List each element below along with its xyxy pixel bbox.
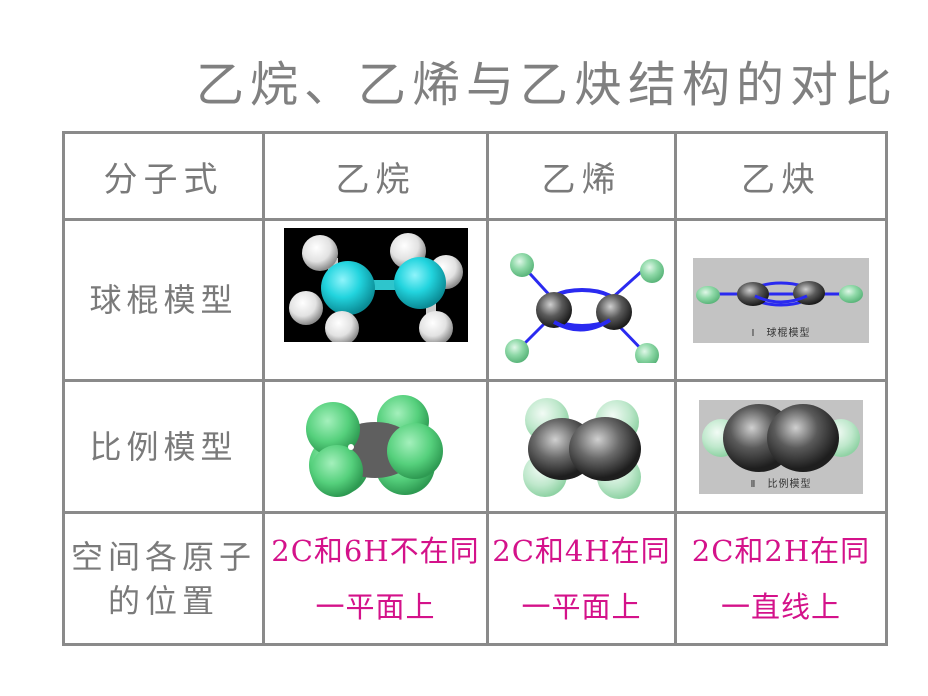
ethane-ball-stick-image [283, 228, 468, 345]
header-row: 分子式 乙烷 乙烯 乙炔 [62, 131, 888, 221]
space-filling-row: 比例模型 [62, 379, 888, 514]
acetylene-space-filling-image: Ⅱ 比例模型 [699, 399, 863, 494]
row-label-line1: 空间各原子 [70, 537, 256, 576]
ethane-position-cell: 2C和6H不在同 一平面上 [262, 511, 489, 646]
ethylene-position-cell: 2C和4H在同 一平面上 [486, 511, 677, 646]
row-label-line2: 的位置 [107, 581, 219, 620]
page-title: 乙烷、乙烯与乙炔结构的对比 [196, 57, 899, 113]
header-ethane: 乙烷 [262, 131, 489, 221]
atom-position-row: 空间各原子 的位置 2C和6H不在同 一平面上 2C和4H在同 一平面上 2C和… [62, 511, 888, 646]
comparison-table: 分子式 乙烷 乙烯 乙炔 球棍模型 [62, 131, 888, 646]
acetylene-position-line1: 2C和2H在同 [691, 533, 871, 568]
row-label-atom-position: 空间各原子 的位置 [62, 511, 265, 646]
ethane-ball-stick-cell [262, 218, 489, 382]
row-label-space-filling: 比例模型 [62, 379, 265, 514]
header-formula: 分子式 [62, 131, 265, 221]
acetylene-position-cell: 2C和2H在同 一直线上 [674, 511, 888, 646]
ethylene-ball-stick-cell [486, 218, 677, 382]
row-label-ball-stick: 球棍模型 [62, 218, 265, 382]
ball-stick-caption: Ⅰ 球棍模型 [751, 327, 811, 339]
ethane-space-filling-image [305, 394, 447, 499]
ethane-space-filling-cell [262, 379, 489, 514]
ball-stick-row: 球棍模型 [62, 218, 888, 382]
ethylene-space-filling-cell [486, 379, 677, 514]
ethylene-position-line1: 2C和4H在同 [492, 533, 671, 568]
acetylene-ball-stick-image: Ⅰ 球棍模型 [693, 257, 869, 343]
ethane-position-line1: 2C和6H不在同 [271, 533, 480, 568]
acetylene-space-filling-cell: Ⅱ 比例模型 [674, 379, 888, 514]
acetylene-position-line2: 一直线上 [720, 589, 841, 624]
header-acetylene: 乙炔 [674, 131, 888, 221]
acetylene-ball-stick-cell: Ⅰ 球棍模型 [674, 218, 888, 382]
ethylene-space-filling-image [517, 395, 647, 499]
ethylene-position-line2: 一平面上 [521, 589, 642, 624]
ethylene-ball-stick-image [492, 238, 672, 367]
header-ethylene: 乙烯 [486, 131, 677, 221]
ethane-position-line2: 一平面上 [315, 589, 436, 624]
space-filling-caption: Ⅱ 比例模型 [750, 478, 812, 490]
